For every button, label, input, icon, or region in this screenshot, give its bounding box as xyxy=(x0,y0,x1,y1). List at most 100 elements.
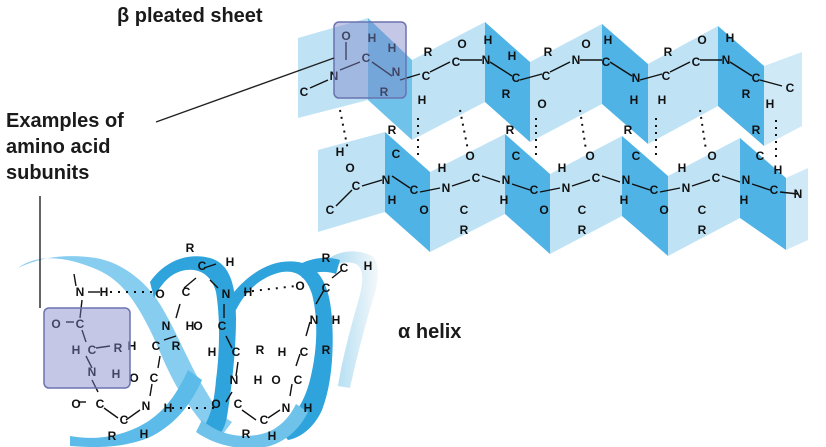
atom-h-label: H xyxy=(208,345,217,359)
atom-n-label: N xyxy=(222,287,231,301)
alpha-helix-atoms: N H O C H C R N H O C R C H N H O C H C … xyxy=(51,241,372,443)
atom-c-label: C xyxy=(326,203,335,217)
atom-c-label: C xyxy=(662,69,671,83)
atom-o-label: O xyxy=(51,317,60,331)
atom-c-label: C xyxy=(198,259,207,273)
atom-o-label: O xyxy=(697,33,706,47)
atom-r-label: R xyxy=(742,87,751,101)
atom-r-label: R xyxy=(578,223,587,237)
atom-c-label: C xyxy=(650,183,659,197)
atom-o-label: O xyxy=(659,203,668,217)
atom-n-label: N xyxy=(794,187,803,201)
atom-n-label: N xyxy=(572,53,581,67)
atom-c-label: C xyxy=(698,203,707,217)
atom-n-label: N xyxy=(88,365,97,379)
atom-n-label: N xyxy=(502,173,511,187)
atom-c-label: C xyxy=(340,261,349,275)
atom-c-label: C xyxy=(770,183,779,197)
atom-h-label: H xyxy=(364,259,373,273)
atom-r-label: R xyxy=(502,87,511,101)
atom-r-label: R xyxy=(380,85,389,99)
atom-r-label: R xyxy=(322,251,331,265)
atom-c-label: C xyxy=(460,203,469,217)
atom-o-label: O xyxy=(707,149,716,163)
atom-h-label: H xyxy=(678,161,687,175)
atom-c-label: C xyxy=(76,317,85,331)
atom-h-label: H xyxy=(766,97,775,111)
beta-subunit-highlight xyxy=(333,21,407,99)
atom-c-label: C xyxy=(182,285,191,299)
atom-n-label: N xyxy=(76,285,85,299)
atom-r-label: R xyxy=(108,429,117,443)
atom-c-label: C xyxy=(692,55,701,69)
atom-h-label: H xyxy=(368,31,377,45)
beta-strand-upper xyxy=(298,18,802,146)
atom-o-label: O xyxy=(419,203,428,217)
atom-h-label: H xyxy=(726,31,735,45)
atom-c-label: C xyxy=(530,183,539,197)
atom-h-label: H xyxy=(740,193,749,207)
atom-r-label: R xyxy=(752,123,761,137)
beta-lower-bonds xyxy=(335,175,799,207)
atom-n-label: N xyxy=(622,173,631,187)
atom-r-label: R xyxy=(172,339,181,353)
atom-c-label: C xyxy=(352,179,361,193)
atom-c-label: C xyxy=(96,397,105,411)
atom-h-label: H xyxy=(244,285,253,299)
beta-strand-lower xyxy=(318,132,808,256)
atom-o-label: O xyxy=(129,371,138,385)
atom-c-label: C xyxy=(752,71,761,85)
atom-n-label: N xyxy=(632,71,641,85)
atom-c-label: C xyxy=(392,147,401,161)
atom-r-label: R xyxy=(460,223,469,237)
atom-h-label: H xyxy=(254,373,263,387)
atom-h-label: H xyxy=(226,255,235,269)
beta-upper-atoms: C N O C H R N H C R H O C N H C H R C O … xyxy=(300,29,795,111)
atom-n-label: N xyxy=(482,53,491,67)
atom-o-label: O xyxy=(341,29,350,43)
atom-h-label: H xyxy=(484,33,493,47)
atom-c-label: C xyxy=(632,149,641,163)
atom-h-label: H xyxy=(72,343,81,357)
alpha-helix-hydrogen-bonds xyxy=(110,285,297,409)
atom-o-label: O xyxy=(537,97,546,111)
atom-n-label: N xyxy=(442,181,451,195)
atom-c-label: C xyxy=(422,69,431,83)
atom-c-label: C xyxy=(218,319,227,333)
atom-c-label: C xyxy=(472,171,481,185)
beta-sheet-label: β pleated sheet xyxy=(117,5,263,27)
atom-h-label: H xyxy=(332,313,341,327)
examples-label-line-1: Examples of xyxy=(6,110,124,132)
atom-r-label: R xyxy=(544,45,553,59)
examples-label-line-2: amino acid xyxy=(6,136,111,158)
atom-o-label: O xyxy=(465,149,474,163)
atom-n-label: N xyxy=(562,181,571,195)
atom-c-label: C xyxy=(322,281,331,295)
atom-c-label: C xyxy=(120,413,129,427)
atom-c-label: C xyxy=(152,339,161,353)
alpha-helix-label: α helix xyxy=(398,321,462,343)
atom-o-label: O xyxy=(71,397,80,411)
atom-n-label: N xyxy=(392,65,401,79)
atom-h-label: H xyxy=(304,401,313,415)
atom-o-label: O xyxy=(193,319,202,333)
atom-c-label: C xyxy=(410,183,419,197)
atom-o-label: O xyxy=(295,279,304,293)
atom-n-label: N xyxy=(310,313,319,327)
atom-h-label: H xyxy=(620,193,629,207)
atom-c-label: C xyxy=(300,345,309,359)
atom-h-label: H xyxy=(336,145,345,159)
atom-c-label: C xyxy=(512,71,521,85)
atom-r-label: R xyxy=(186,241,195,255)
atom-c-label: C xyxy=(88,343,97,357)
atom-c-label: C xyxy=(234,397,243,411)
atom-n-label: N xyxy=(230,373,239,387)
atom-c-label: C xyxy=(294,373,303,387)
atom-r-label: R xyxy=(506,123,515,137)
atom-h-label: H xyxy=(140,427,149,441)
atom-o-label: O xyxy=(345,161,354,175)
atom-h-label: H xyxy=(186,319,195,333)
atom-h-label: H xyxy=(128,339,137,353)
